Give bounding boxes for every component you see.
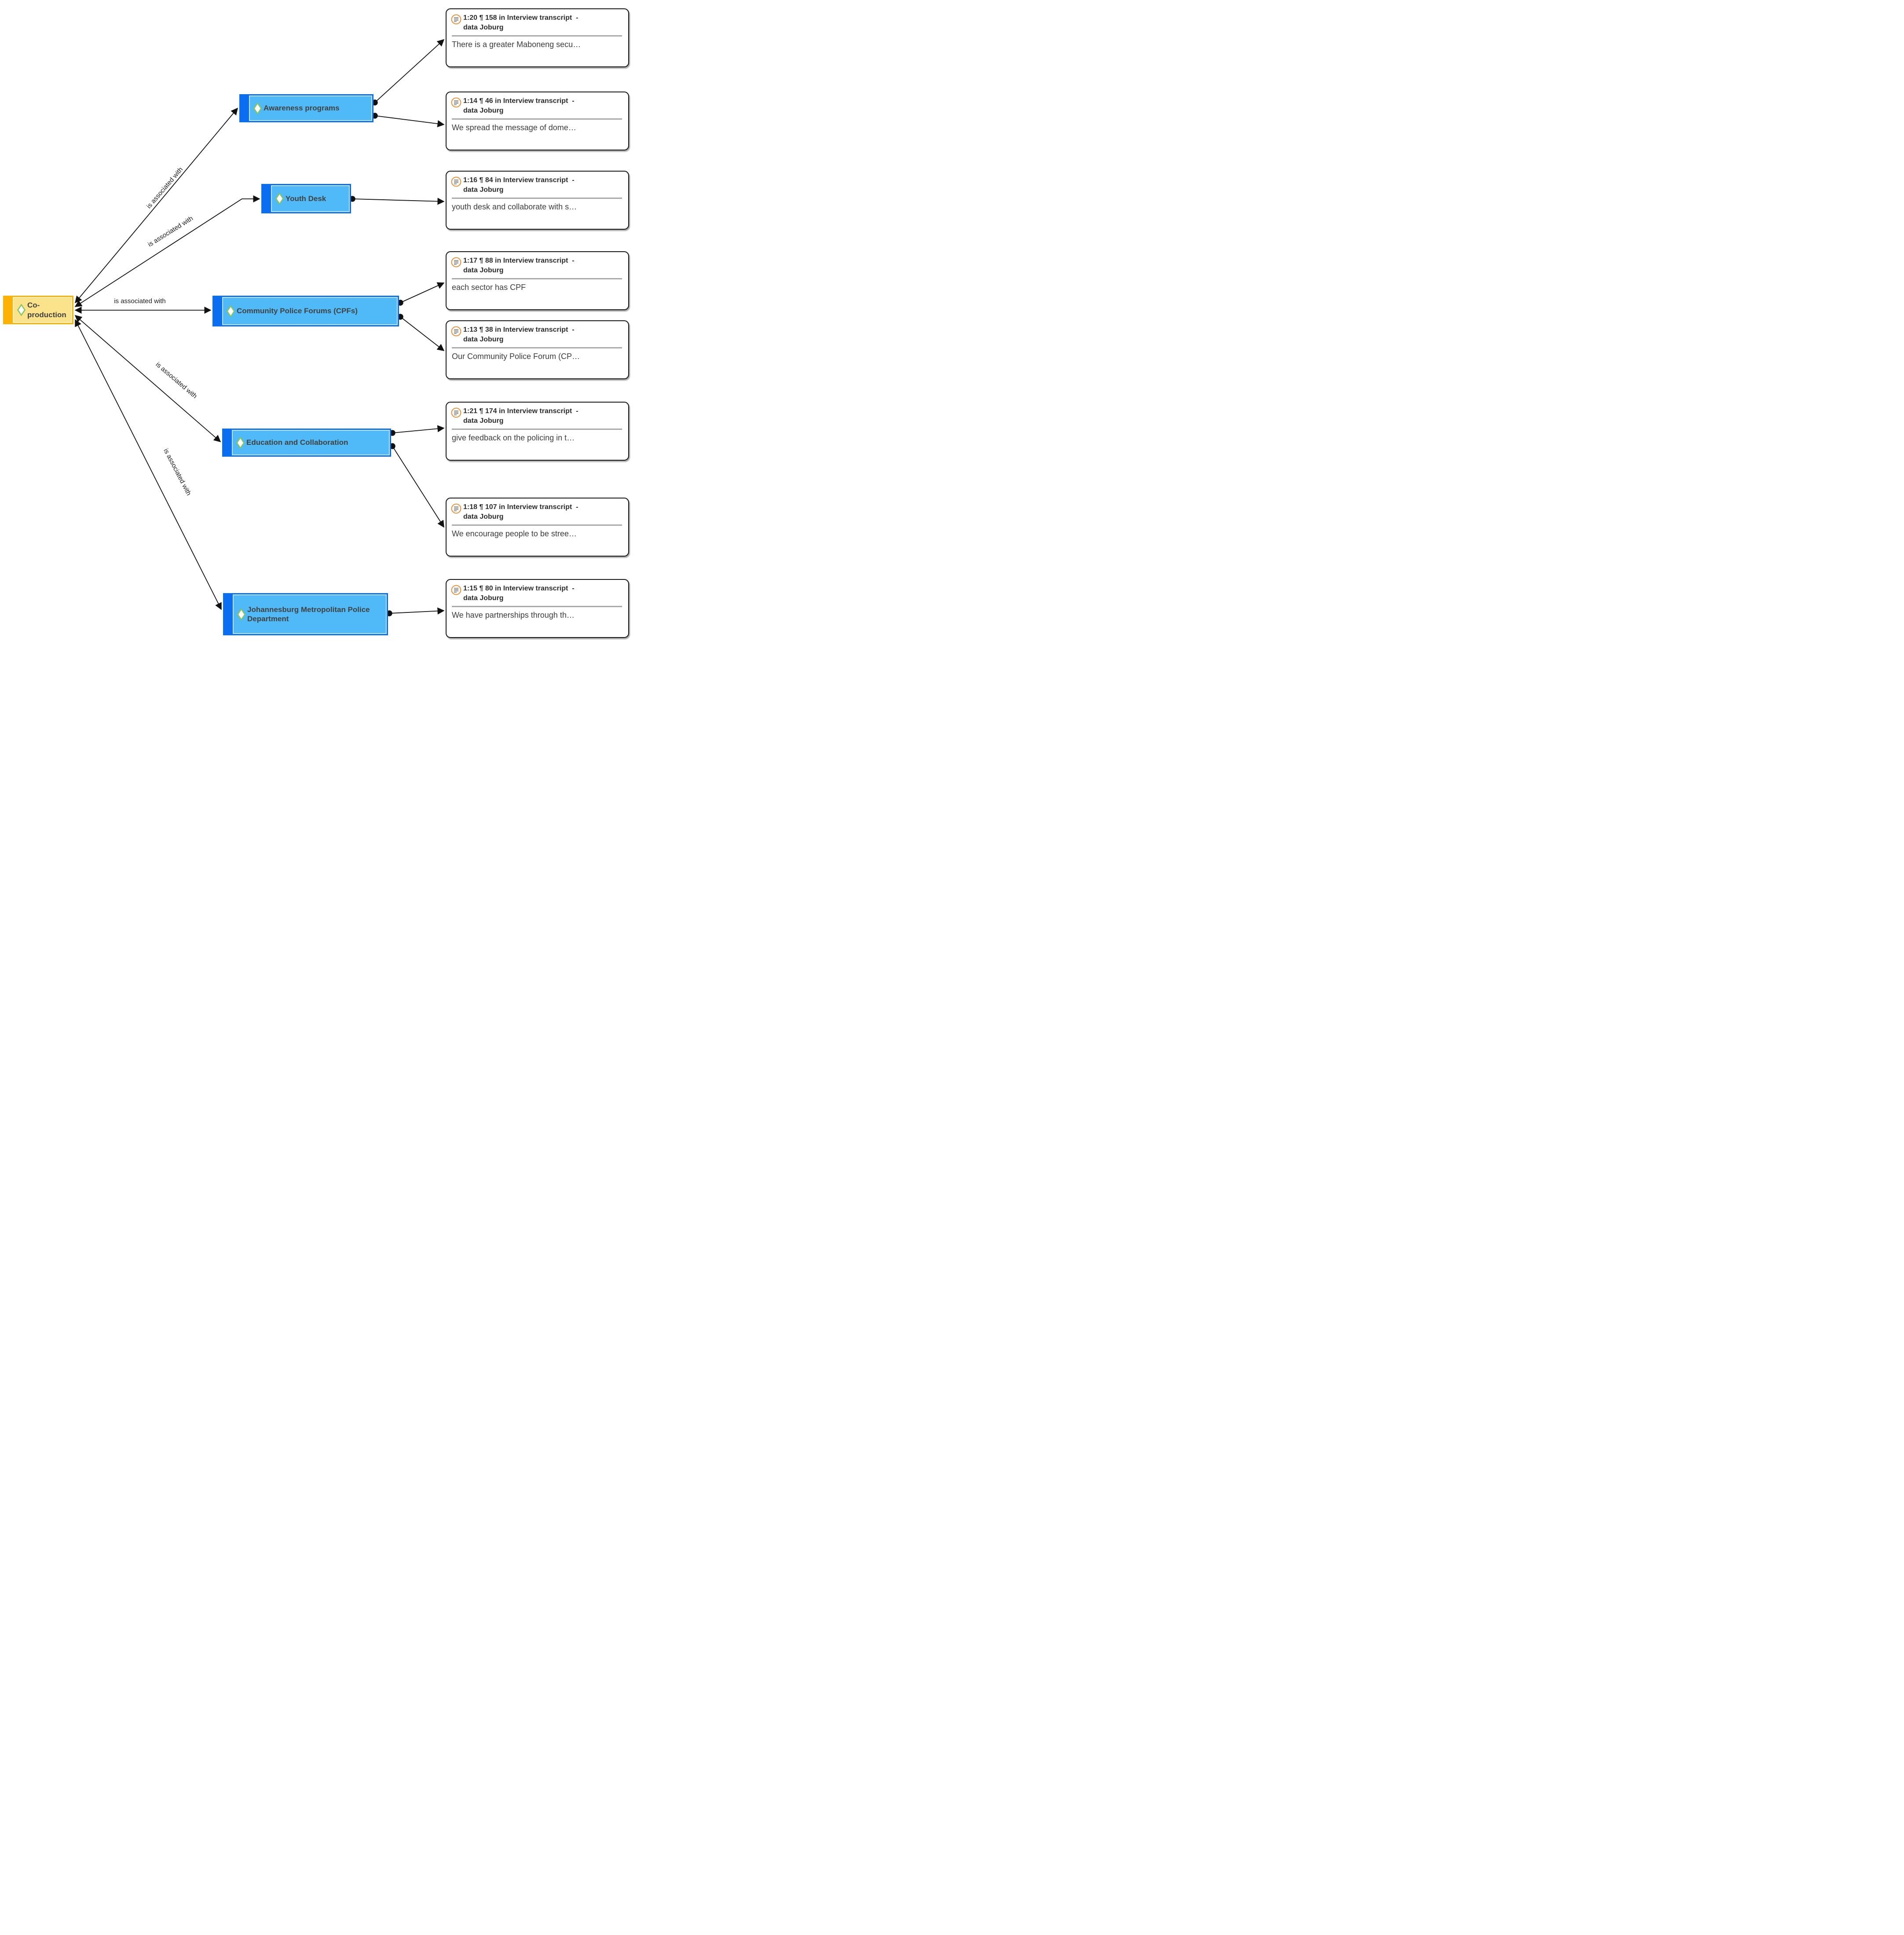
- quotation-preview: each sector has CPF: [452, 282, 526, 292]
- quotation-ref-line1: 1:18 ¶ 107 in Interview transcript -: [463, 503, 579, 511]
- quotation-ref-line1: 1:15 ¶ 80 in Interview transcript -: [463, 585, 575, 592]
- quotation-ref-line1: 1:14 ¶ 46 in Interview transcript -: [463, 97, 575, 105]
- quotation-icon: [451, 326, 461, 337]
- quotation-ref-line2: data Joburg: [463, 335, 504, 343]
- edge-jmpd-quote-1-15[interactable]: [386, 607, 445, 616]
- quotation-separator: [452, 35, 622, 37]
- quotation-box-1-13[interactable]: 1:13 ¶ 38 in Interview transcript - data…: [446, 320, 629, 379]
- edge-coproduction-youth-desk[interactable]: [74, 195, 260, 307]
- quotation-preview: give feedback on the policing in t…: [452, 433, 575, 442]
- quotation-preview: We encourage people to be stree…: [452, 529, 577, 538]
- network-diagram-canvas: is associated with is associated with is…: [0, 0, 635, 645]
- code-node-co-production[interactable]: Co-production: [3, 296, 73, 324]
- code-diamond-icon: [17, 304, 26, 316]
- quotation-box-1-17[interactable]: 1:17 ¶ 88 in Interview transcript - data…: [446, 251, 629, 310]
- code-node-community-police-forums[interactable]: Community Police Forums (CPFs): [212, 296, 399, 326]
- code-diamond-icon: [237, 608, 245, 620]
- quotation-ref-line2: data Joburg: [463, 23, 504, 31]
- quotation-box-1-18[interactable]: 1:18 ¶ 107 in Interview transcript - dat…: [446, 498, 629, 557]
- quotation-separator: [452, 278, 622, 279]
- code-label: Community Police Forums (CPFs): [237, 307, 358, 315]
- code-diamond-icon: [227, 305, 235, 317]
- quotation-separator: [452, 524, 622, 526]
- quotation-separator: [452, 347, 622, 348]
- quotation-ref-line2: data Joburg: [463, 513, 504, 520]
- quotation-preview: We spread the message of dome…: [452, 123, 576, 132]
- quotation-separator: [452, 429, 622, 430]
- edge-label-jmpd[interactable]: is associated with: [162, 447, 192, 497]
- code-diamond-icon: [253, 102, 262, 114]
- code-diamond-icon: [275, 193, 284, 205]
- quotation-box-1-21[interactable]: 1:21 ¶ 174 in Interview transcript - dat…: [446, 402, 629, 461]
- quotation-preview: youth desk and collaborate with s…: [452, 202, 577, 211]
- quotation-ref-line2: data Joburg: [463, 106, 504, 114]
- edge-coproduction-education[interactable]: [74, 315, 221, 443]
- code-label: Youth Desk: [286, 194, 326, 203]
- quotation-icon: [451, 407, 461, 418]
- edge-coproduction-jmpd[interactable]: [75, 319, 222, 610]
- quotation-ref-line2: data Joburg: [463, 594, 504, 602]
- quotation-box-1-20[interactable]: 1:20 ¶ 158 in Interview transcript - dat…: [446, 8, 629, 67]
- quotation-separator: [452, 198, 622, 199]
- quotation-separator: [452, 606, 622, 607]
- quotation-ref-line1: 1:16 ¶ 84 in Interview transcript -: [463, 176, 575, 184]
- quotation-ref-line2: data Joburg: [463, 266, 504, 274]
- quotation-icon: [451, 176, 461, 187]
- edge-label-education[interactable]: is associated with: [154, 361, 198, 400]
- edge-awareness-quote-1-20[interactable]: [372, 39, 445, 106]
- quotation-box-1-16[interactable]: 1:16 ¶ 84 in Interview transcript - data…: [446, 171, 629, 230]
- quotation-ref-line1: 1:13 ¶ 38 in Interview transcript -: [463, 326, 575, 333]
- code-label: Awareness programs: [264, 104, 340, 113]
- edge-awareness-quote-1-14[interactable]: [372, 113, 445, 128]
- code-label: Co-production: [27, 301, 66, 319]
- quotation-box-1-15[interactable]: 1:15 ¶ 80 in Interview transcript - data…: [446, 579, 629, 638]
- quotation-ref-line2: data Joburg: [463, 186, 504, 194]
- quotation-preview: Our Community Police Forum (CP…: [452, 352, 580, 361]
- edge-label-cpf[interactable]: is associated with: [114, 297, 166, 305]
- quotation-ref-line2: data Joburg: [463, 417, 504, 425]
- edges-layer: is associated with is associated with is…: [74, 39, 445, 616]
- quotation-icon: [451, 14, 461, 25]
- code-node-johannesburg-metropolitan-police-department[interactable]: Johannesburg Metropolitan Police Departm…: [223, 593, 388, 635]
- edge-education-quote-1-18[interactable]: [389, 443, 444, 528]
- quotation-separator: [452, 118, 622, 120]
- quotation-preview: There is a greater Maboneng secu…: [452, 40, 581, 49]
- code-label: Education and Collaboration: [246, 438, 348, 447]
- code-diamond-icon: [236, 436, 245, 449]
- edge-coproduction-awareness[interactable]: [74, 107, 238, 304]
- edge-label-youth-desk[interactable]: is associated with: [146, 215, 194, 249]
- quotation-icon: [451, 585, 461, 595]
- quotation-icon: [451, 97, 461, 108]
- edge-cpf-quote-1-17[interactable]: [397, 282, 445, 306]
- code-node-youth-desk[interactable]: Youth Desk: [261, 184, 351, 213]
- quotation-ref-line1: 1:17 ¶ 88 in Interview transcript -: [463, 257, 575, 264]
- edge-cpf-quote-1-13[interactable]: [397, 314, 445, 351]
- code-node-awareness-programs[interactable]: Awareness programs: [239, 94, 373, 122]
- quotation-ref-line1: 1:20 ¶ 158 in Interview transcript -: [463, 14, 579, 22]
- quotation-icon: [451, 257, 461, 268]
- code-node-education-and-collaboration[interactable]: Education and Collaboration: [222, 429, 391, 457]
- quotation-box-1-14[interactable]: 1:14 ¶ 46 in Interview transcript - data…: [446, 92, 629, 150]
- edge-label-awareness[interactable]: is associated with: [145, 166, 184, 210]
- quotation-ref-line1: 1:21 ¶ 174 in Interview transcript -: [463, 407, 579, 415]
- quotation-preview: We have partnerships through th…: [452, 610, 575, 619]
- edge-youth-desk-quote-1-16[interactable]: [349, 196, 445, 205]
- code-label: Johannesburg Metropolitan Police Departm…: [247, 605, 370, 623]
- quotation-icon: [451, 503, 461, 514]
- edge-education-quote-1-21[interactable]: [389, 425, 445, 436]
